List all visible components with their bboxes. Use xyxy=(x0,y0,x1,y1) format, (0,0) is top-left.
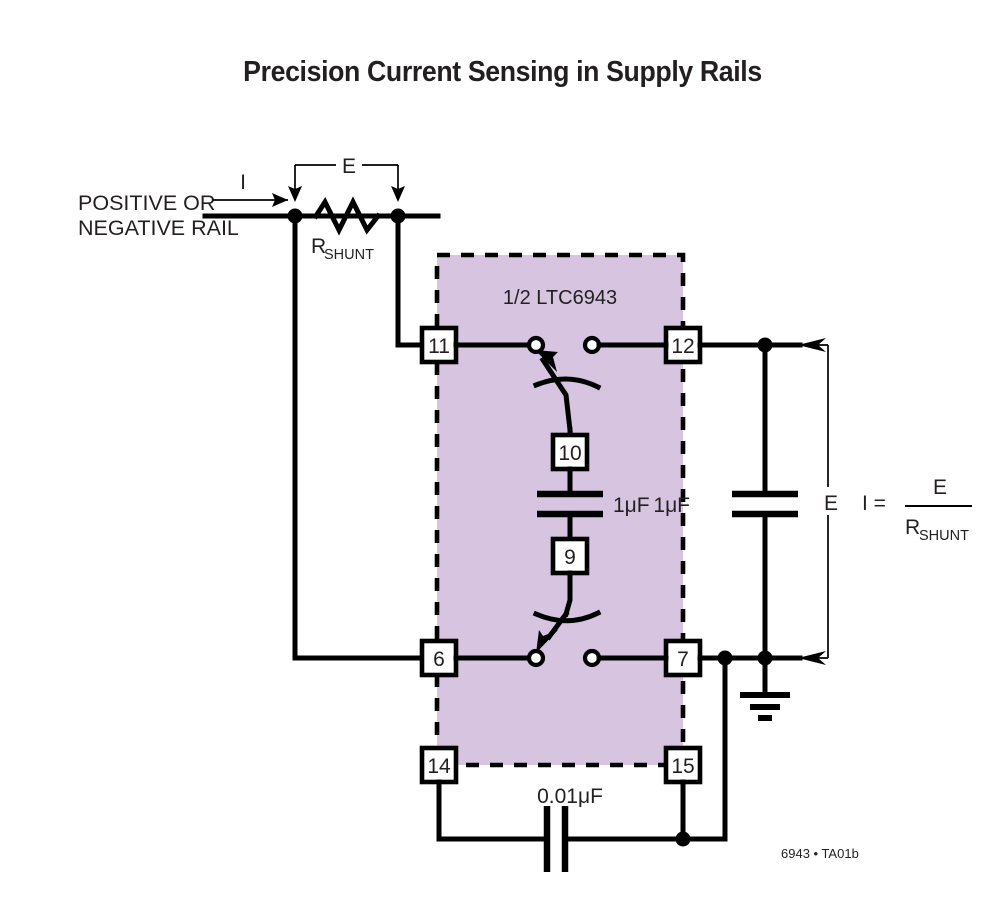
switch-arc-top xyxy=(532,376,602,391)
pin-label-10: 10 xyxy=(558,442,581,465)
shunt-resistor-label: R xyxy=(311,235,326,258)
ic-body-ltc6943 xyxy=(434,252,686,768)
switch-arm-bottom-tip xyxy=(545,610,570,641)
equation-lhs: I = xyxy=(862,492,886,515)
voltage-bracket-right-arrow xyxy=(391,186,405,202)
wire-rail-to-pin6 xyxy=(292,213,425,661)
voltage-label-E: E xyxy=(342,155,356,178)
wire-shunt-to-pin11 xyxy=(395,213,425,348)
switch-arm-bottom xyxy=(562,570,573,618)
equation-denominator-subscript: SHUNT xyxy=(919,528,969,544)
voltage-bracket-left-arrow xyxy=(288,186,302,202)
pin-box-9 xyxy=(550,536,590,576)
pin-box-14 xyxy=(419,745,459,785)
switch-contact-top-left xyxy=(526,335,546,355)
ic-label: 1/2 LTC6943 xyxy=(503,287,617,309)
voltage-label-mask xyxy=(336,153,362,177)
output-cap-label: 1μF xyxy=(653,494,690,517)
rail-label-line1: POSITIVE OR xyxy=(78,191,215,215)
pin-label-15: 15 xyxy=(671,755,694,778)
figure-credit: 6943 • TA01b xyxy=(781,846,859,861)
switch-arm-top xyxy=(539,356,573,433)
bypass-cap-label: 0.01μF xyxy=(537,785,603,808)
pin-label-7: 7 xyxy=(677,648,689,671)
switch-contact-bottom-left xyxy=(526,648,546,668)
output-bracket-top-arrow xyxy=(798,338,826,352)
wire-pin14-to-bypasscap xyxy=(436,779,548,842)
pin-label-14: 14 xyxy=(427,755,451,778)
equation-denominator: R xyxy=(905,516,920,539)
page-title: Precision Current Sensing in Supply Rail… xyxy=(243,56,762,88)
switch-arrow-head-top xyxy=(535,350,558,372)
output-bracket-label-mask xyxy=(820,487,842,515)
output-voltage-label-E: E xyxy=(824,492,838,515)
current-label-I: I xyxy=(240,171,246,194)
pin-label-6: 6 xyxy=(433,648,445,671)
flying-cap-label: 1μF xyxy=(613,494,650,517)
shunt-resistor-subscript: SHUNT xyxy=(324,247,374,263)
output-bracket-bottom-arrow xyxy=(798,651,826,665)
rail-label-line2: NEGATIVE RAIL xyxy=(78,216,239,240)
pin-box-11 xyxy=(419,325,459,365)
equation-numerator: E xyxy=(933,476,947,499)
pin-label-9: 9 xyxy=(564,546,576,569)
pin-label-11: 11 xyxy=(428,335,450,358)
switch-arc-bottom xyxy=(532,609,602,624)
shunt-resistor-symbol xyxy=(312,196,382,236)
node-output-top xyxy=(757,337,773,353)
node-bypass-bottom xyxy=(675,831,691,847)
current-arrow-head xyxy=(272,193,288,207)
pin-label-12: 12 xyxy=(671,335,694,358)
